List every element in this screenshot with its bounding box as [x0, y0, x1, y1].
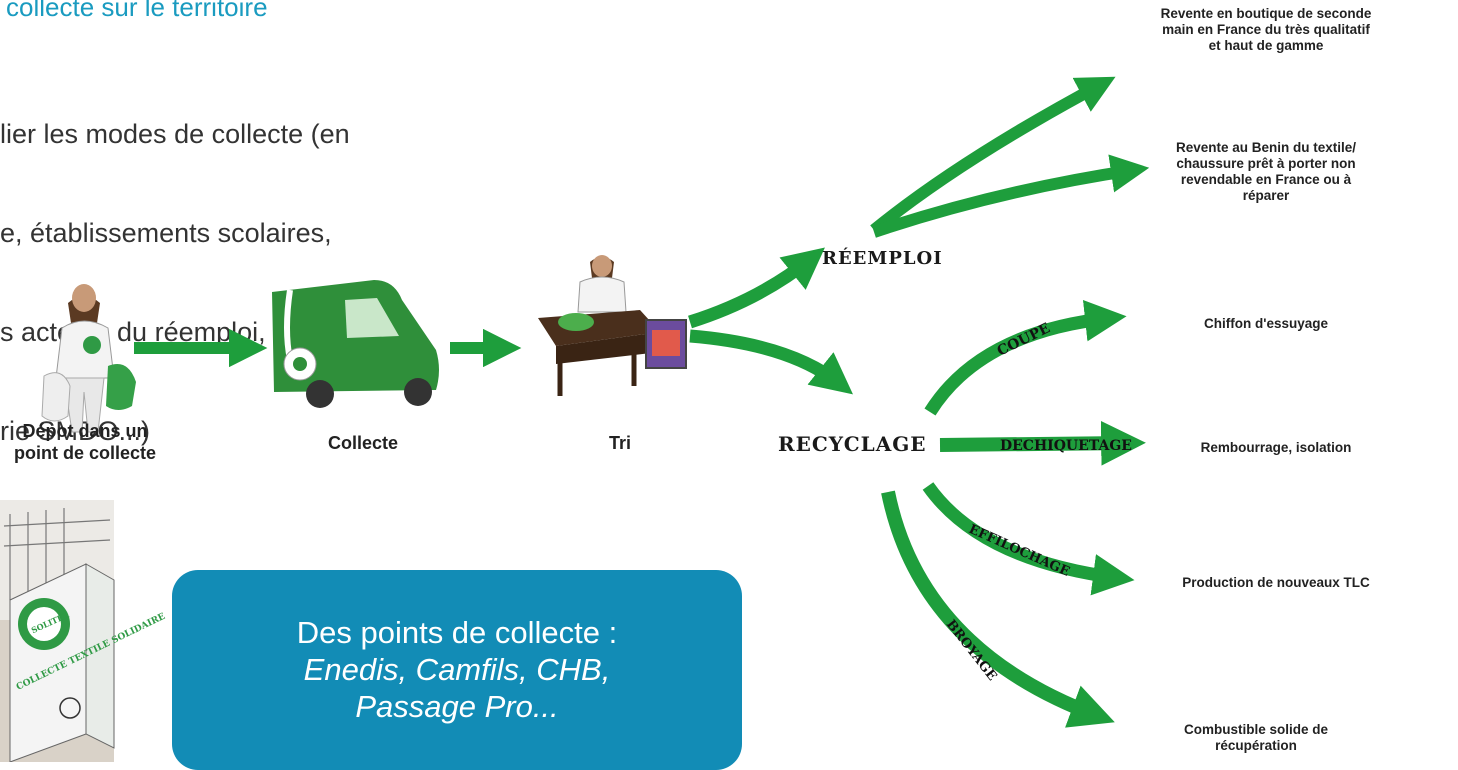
stage-label-tri: Tri: [608, 433, 631, 453]
callout-companies-line: Passage Pro...: [355, 689, 559, 724]
stage-label-depot-line: point de collecte: [13, 443, 157, 463]
stage-label-depot-line: Dépot dans un: [22, 421, 148, 441]
person-depot-illustration: [41, 284, 136, 433]
outcome-boutique: Revente en boutique de seconde main en F…: [1146, 6, 1386, 54]
outcome-line: réparer: [1242, 188, 1290, 203]
truck-illustration: [272, 280, 439, 408]
outcome-line: Revente au Benin du textile/: [1175, 140, 1357, 155]
arrow-effilochage: [922, 482, 1135, 596]
branch-label-recyclage: RECYCLAGE: [778, 432, 927, 456]
outcome-chiffon: Chiffon d'essuyage: [1204, 316, 1328, 331]
arrow-coupe: [924, 299, 1127, 416]
outcome-line: chaussure prêt à porter non: [1176, 156, 1356, 171]
body-line: e, établissements scolaires,: [0, 218, 332, 248]
body-line: lier les modes de collecte (en: [0, 119, 350, 149]
process-label-effilochage: EFFILOCHAGE: [966, 522, 1071, 580]
outcome-rembourrage: Rembourrage, isolation: [1200, 440, 1352, 455]
arrow-dechiquetage: [939, 420, 1146, 466]
outcome-production: Production de nouveaux TLC: [1182, 575, 1370, 590]
process-label-coupe: COUPE: [995, 320, 1053, 359]
collection-points-callout: [172, 570, 742, 770]
arrow-reemploi-boutique: [870, 76, 1116, 235]
arrow-tri-reemploi: [688, 247, 825, 329]
outcome-line: et haut de gamme: [1208, 38, 1324, 53]
callout-text: Des points de collecte : Enedis, Camfils…: [172, 614, 742, 725]
callout-title: Des points de collecte :: [296, 615, 618, 650]
callout-companies-line: Enedis, Camfils, CHB,: [303, 652, 611, 687]
stage-label-depot: Dépot dans un point de collecte: [0, 420, 170, 464]
sorting-table-illustration: [538, 255, 687, 396]
process-label-dechiquetage: DECHIQUETAGE: [1000, 438, 1132, 454]
outcome-line: revendable en France ou à: [1180, 172, 1352, 187]
stage-label-collecte: Collecte: [327, 433, 399, 453]
outcome-benin: Revente au Benin du textile/ chaussure p…: [1156, 140, 1376, 204]
arrow-reemploi-benin: [872, 154, 1150, 238]
branch-label-reemploi: RÉEMPLOI: [822, 248, 943, 269]
arrow-broyage: [881, 490, 1115, 728]
outcome-combustible: Combustible solide de récupération: [1156, 722, 1356, 754]
outcome-line: Revente en boutique de seconde: [1160, 6, 1372, 21]
outcome-line: récupération: [1215, 738, 1297, 753]
arrow-tri-recyclage: [689, 329, 853, 395]
outcome-line: main en France du très qualitatif: [1162, 22, 1370, 37]
collection-bin-photo: SOLITEX COLLECTE TEXTILE SOLIDAIRE: [0, 500, 167, 762]
section-heading: collecte sur le territoire: [6, 0, 268, 22]
outcome-line: Combustible solide de: [1183, 722, 1329, 737]
